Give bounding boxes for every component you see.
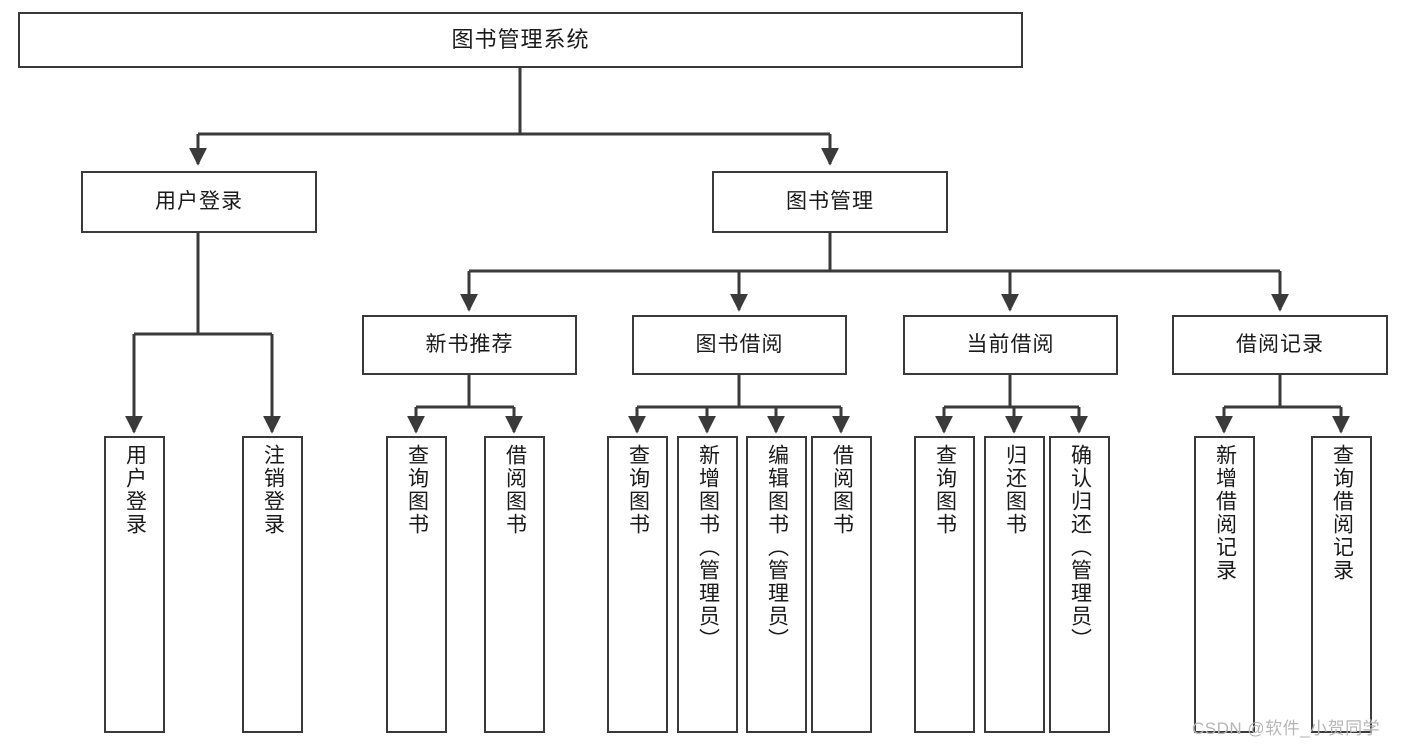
node-book-management-label: 图书管理 <box>786 190 874 214</box>
leaf-book-borrow-2[interactable]: 新增图书（管理员） <box>677 436 738 733</box>
node-root-label: 图书管理系统 <box>451 26 590 52</box>
leaf-borrow-record-2-label: 查询借阅记录 <box>1330 444 1354 582</box>
leaf-borrow-record-2[interactable]: 查询借阅记录 <box>1311 436 1372 733</box>
leaf-borrow-record-1[interactable]: 新增借阅记录 <box>1194 436 1255 733</box>
leaf-current-borrow-3[interactable]: 确认归还（管理员） <box>1049 436 1110 733</box>
leaf-user-login-1-label: 用户登录 <box>123 444 147 536</box>
node-current-borrow[interactable]: 当前借阅 <box>903 315 1118 375</box>
node-book-management[interactable]: 图书管理 <box>712 171 948 233</box>
node-borrow-record-label: 借阅记录 <box>1236 333 1324 357</box>
leaf-current-borrow-2[interactable]: 归还图书 <box>984 436 1045 733</box>
leaf-new-book-1-label: 查询图书 <box>405 444 429 536</box>
leaf-new-book-2-label: 借阅图书 <box>503 444 527 536</box>
leaf-book-borrow-2-label: 新增图书（管理员） <box>696 444 720 651</box>
node-user-login[interactable]: 用户登录 <box>81 171 317 233</box>
leaf-new-book-1[interactable]: 查询图书 <box>386 436 447 733</box>
leaf-current-borrow-1[interactable]: 查询图书 <box>914 436 975 733</box>
watermark: CSDN @软件_小贺同学 <box>1192 719 1381 738</box>
leaf-current-borrow-2-label: 归还图书 <box>1003 444 1027 536</box>
leaf-book-borrow-3-label: 编辑图书（管理员） <box>765 444 789 651</box>
leaf-new-book-2[interactable]: 借阅图书 <box>484 436 545 733</box>
node-new-book-recommend-label: 新书推荐 <box>425 333 514 357</box>
node-borrow-record[interactable]: 借阅记录 <box>1172 315 1388 375</box>
leaf-user-login-2[interactable]: 注销登录 <box>242 436 303 733</box>
node-current-borrow-label: 当前借阅 <box>966 333 1055 357</box>
leaf-current-borrow-1-label: 查询图书 <box>933 444 957 536</box>
node-book-borrow-label: 图书借阅 <box>695 333 784 357</box>
leaf-book-borrow-4[interactable]: 借阅图书 <box>811 436 872 733</box>
leaf-current-borrow-3-label: 确认归还（管理员） <box>1068 444 1092 651</box>
leaf-book-borrow-4-label: 借阅图书 <box>830 444 854 536</box>
node-new-book-recommend[interactable]: 新书推荐 <box>362 315 577 375</box>
node-book-borrow[interactable]: 图书借阅 <box>632 315 847 375</box>
node-user-login-label: 用户登录 <box>155 190 243 214</box>
leaf-book-borrow-1[interactable]: 查询图书 <box>607 436 668 733</box>
leaf-book-borrow-3[interactable]: 编辑图书（管理员） <box>746 436 807 733</box>
leaf-borrow-record-1-label: 新增借阅记录 <box>1213 444 1237 582</box>
node-root[interactable]: 图书管理系统 <box>18 12 1023 68</box>
leaf-user-login-1[interactable]: 用户登录 <box>104 436 165 733</box>
leaf-user-login-2-label: 注销登录 <box>261 444 285 536</box>
leaf-book-borrow-1-label: 查询图书 <box>626 444 650 536</box>
